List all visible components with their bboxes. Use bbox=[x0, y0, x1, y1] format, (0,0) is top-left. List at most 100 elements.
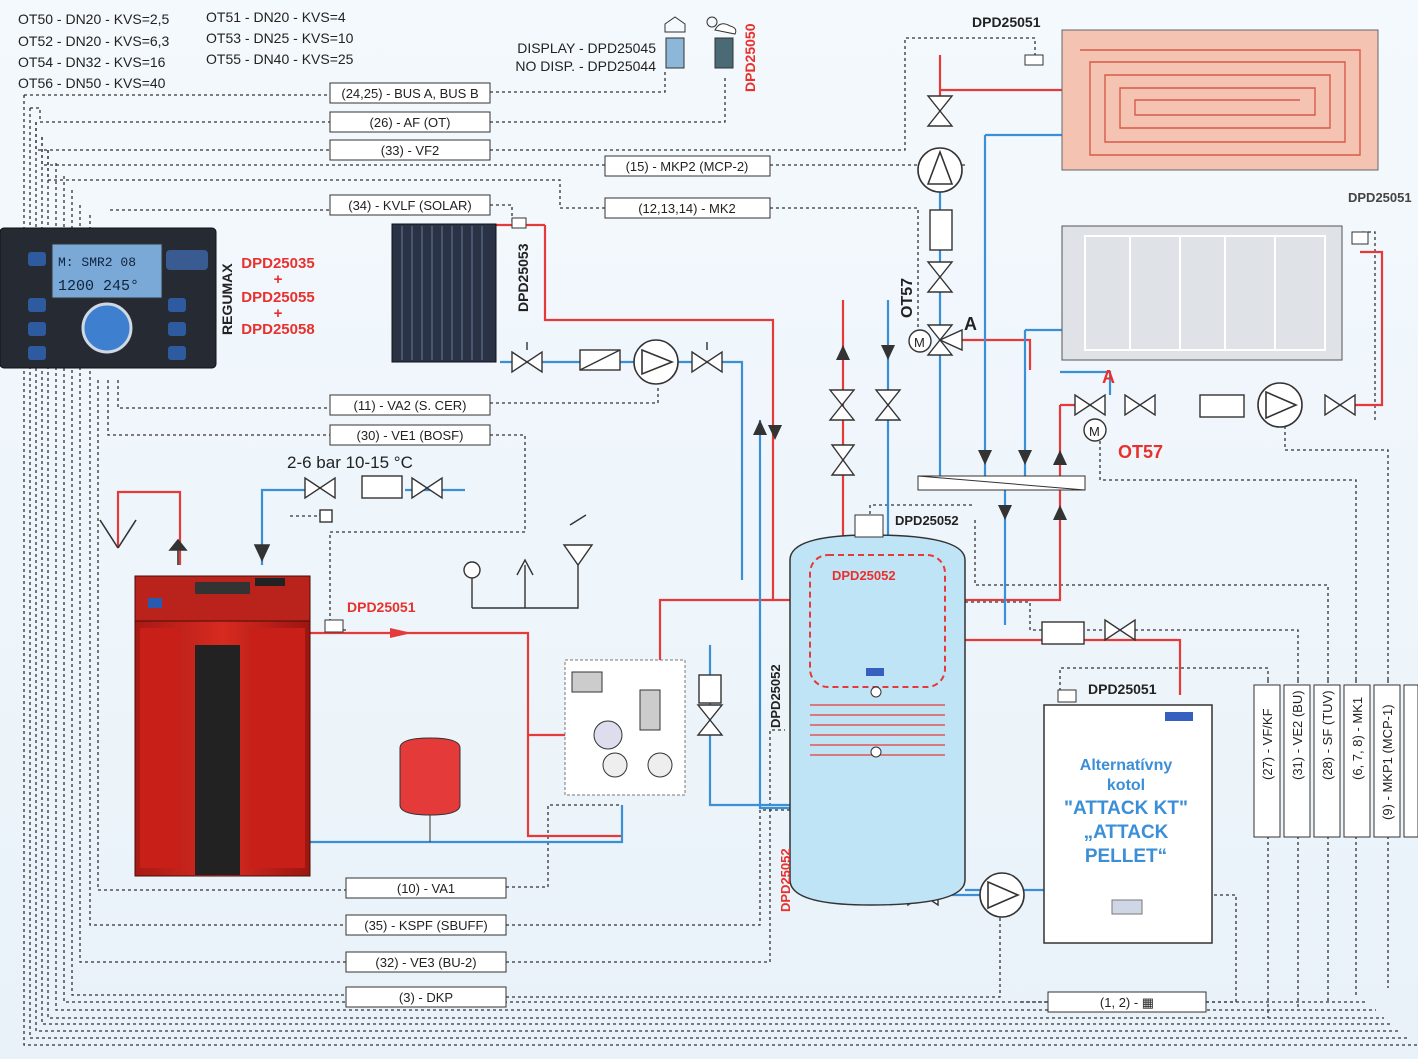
bus-label-va2: (11) - VA2 (S. CER) bbox=[329, 394, 491, 416]
svg-text:(26) - AF (OT): (26) - AF (OT) bbox=[370, 115, 451, 130]
svg-text:(28) - SF (TUV): (28) - SF (TUV) bbox=[1320, 690, 1335, 780]
vlabel-mkp1: (9) - MKP1 (MCP-1) bbox=[1373, 684, 1401, 838]
svg-text:OT52 - DN20 - KVS=6,3: OT52 - DN20 - KVS=6,3 bbox=[18, 33, 170, 49]
svg-text:(6, 7, 8) - MK1: (6, 7, 8) - MK1 bbox=[1350, 697, 1365, 780]
bus-label-mk2: (12,13,14) - MK2 bbox=[604, 197, 771, 219]
svg-text:kotol: kotol bbox=[1107, 777, 1145, 794]
svg-text:Alternatívny: Alternatívny bbox=[1080, 757, 1173, 774]
vlabel-ve2: (31) - VE2 (BU) bbox=[1283, 684, 1311, 838]
solar-collector bbox=[391, 217, 527, 363]
svg-text:(27) - VF/KF: (27) - VF/KF bbox=[1260, 708, 1275, 780]
bus-label-va1: (10) - VA1 bbox=[345, 877, 507, 899]
solar-code: DPD25053 bbox=[515, 243, 531, 312]
svg-text:DPD25055: DPD25055 bbox=[241, 289, 314, 306]
tank-side-code: DPD25052 bbox=[768, 664, 783, 728]
svg-text:+: + bbox=[274, 305, 283, 322]
svg-text:(1, 2) - ▦: (1, 2) - ▦ bbox=[1100, 995, 1154, 1010]
radiator-mixer-letter: A bbox=[1102, 367, 1115, 387]
svg-text:M: M bbox=[914, 335, 925, 350]
control-knob bbox=[81, 302, 133, 354]
boiler-out-code: DPD25051 bbox=[347, 599, 416, 615]
hydraulic-distributor bbox=[917, 475, 1086, 491]
bus-label-vf2: (33) - VF2 bbox=[329, 139, 491, 161]
floor-mixer-code: OT57 bbox=[899, 278, 916, 318]
alt-boiler-title: Alternatívny kotol "ATTACK KT" „ATTACK P… bbox=[1064, 757, 1188, 867]
flow-arrows bbox=[753, 345, 1067, 520]
bus-label-kspf: (35) - KSPF (SBUFF) bbox=[345, 914, 507, 936]
safety-group bbox=[463, 514, 594, 609]
tank-bottom-code: DPD25052 bbox=[778, 848, 793, 912]
radiator-pump bbox=[1257, 382, 1303, 428]
vlabel-vf-kf: (27) - VF/KF bbox=[1253, 684, 1281, 838]
bus-label-ve1: (30) - VE1 (BOSF) bbox=[329, 424, 491, 446]
floor-heating-code: DPD25051 bbox=[972, 14, 1041, 30]
bus-label-bus-ab: (24,25) - BUS A, BUS B bbox=[329, 82, 491, 104]
floor-pump bbox=[917, 147, 963, 193]
floor-heating-panel bbox=[1024, 29, 1379, 171]
bus-label-mkp2: (15) - MKP2 (MCP-2) bbox=[604, 155, 771, 177]
vertical-label-boxes: (27) - VF/KF (31) - VE2 (BU) (28) - SF (… bbox=[1253, 684, 1418, 838]
radiator bbox=[1061, 225, 1369, 361]
svg-text:OT51 - DN20 - KVS=4: OT51 - DN20 - KVS=4 bbox=[206, 9, 346, 25]
boiler-pump-group bbox=[564, 659, 686, 796]
bus-label-af: (26) - AF (OT) bbox=[329, 111, 491, 133]
svg-text:NO DISP. - DPD25044: NO DISP. - DPD25044 bbox=[515, 58, 656, 74]
svg-text:(31) - VE2 (BU): (31) - VE2 (BU) bbox=[1290, 690, 1305, 780]
tank-top-code: DPD25052 bbox=[895, 513, 959, 528]
expansion-vessel bbox=[399, 737, 461, 842]
svg-text:(11) - VA2 (S. CER): (11) - VA2 (S. CER) bbox=[354, 398, 467, 413]
regulator-name: REGUMAX bbox=[219, 263, 235, 335]
cold-pipes bbox=[260, 133, 1112, 897]
svg-text:DISPLAY - DPD25045: DISPLAY - DPD25045 bbox=[517, 40, 656, 56]
outdoor-sensor bbox=[706, 16, 737, 69]
solar-pump bbox=[633, 339, 679, 385]
bus-label-kvlf: (34) - KVLF (SOLAR) bbox=[329, 194, 491, 216]
floor-mixing-valve: M bbox=[908, 324, 963, 356]
accumulation-tank bbox=[789, 514, 966, 906]
radiator-mixer-code: OT57 bbox=[1118, 442, 1163, 462]
regumax-controller: M: SMR2 08 1200 245° bbox=[0, 227, 217, 369]
svg-text:„ATTACK: „ATTACK bbox=[1084, 822, 1169, 843]
pressure-note: 2-6 bar 10-15 °C bbox=[287, 453, 413, 472]
tank-inner-code: DPD25052 bbox=[832, 568, 896, 583]
vlabel-mk1: (6, 7, 8) - MK1 bbox=[1343, 684, 1371, 838]
regulator-codes: DPD25035 + DPD25055 + DPD25058 bbox=[241, 255, 314, 338]
valve-spec-list-left: OT50 - DN20 - KVS=2,5 OT52 - DN20 - KVS=… bbox=[18, 11, 170, 91]
radiator-mixing-valve: M bbox=[1074, 393, 1107, 442]
room-sensor-display bbox=[664, 16, 686, 69]
svg-text:OT53 - DN25 - KVS=10: OT53 - DN25 - KVS=10 bbox=[206, 30, 354, 46]
vlabel-sf: (28) - SF (TUV) bbox=[1313, 684, 1341, 838]
svg-text:"ATTACK KT": "ATTACK KT" bbox=[1064, 798, 1188, 819]
floor-mixer-letter: A bbox=[964, 314, 977, 334]
wood-gas-boiler bbox=[134, 575, 311, 877]
display-sensor-label: DISPLAY - DPD25045 NO DISP. - DPD25044 bbox=[515, 40, 656, 74]
svg-text:PELLET“: PELLET“ bbox=[1085, 846, 1167, 867]
svg-text:(35) - KSPF (SBUFF): (35) - KSPF (SBUFF) bbox=[364, 918, 488, 933]
svg-text:+: + bbox=[274, 271, 283, 288]
radiator-code: DPD25051 bbox=[1348, 190, 1412, 205]
pumps bbox=[633, 147, 1303, 918]
svg-text:(3) - DKP: (3) - DKP bbox=[399, 990, 453, 1005]
svg-text:(15) - MKP2 (MCP-2): (15) - MKP2 (MCP-2) bbox=[626, 159, 749, 174]
svg-text:DPD25035: DPD25035 bbox=[241, 255, 314, 272]
valve-spec-list-right: OT51 - DN20 - KVS=4 OT53 - DN25 - KVS=10… bbox=[206, 9, 354, 67]
bus-label-boxes: (24,25) - BUS A, BUS B (26) - AF (OT) (3… bbox=[329, 82, 1207, 1013]
svg-text:(34) - KVLF (SOLAR): (34) - KVLF (SOLAR) bbox=[348, 198, 472, 213]
svg-text:OT56 - DN50 - KVS=40: OT56 - DN50 - KVS=40 bbox=[18, 75, 166, 91]
svg-text:(10) - VA1: (10) - VA1 bbox=[397, 881, 455, 896]
svg-text:(33) - VF2: (33) - VF2 bbox=[381, 143, 440, 158]
bus-label-dkp: (3) - DKP bbox=[345, 986, 507, 1008]
alt-boiler-code: DPD25051 bbox=[1088, 681, 1157, 697]
svg-text:(9) - MKP1 (MCP-1): (9) - MKP1 (MCP-1) bbox=[1380, 704, 1395, 820]
svg-text:(30) - VE1 (BOSF): (30) - VE1 (BOSF) bbox=[357, 428, 464, 443]
bus-label-1-2: (1, 2) - ▦ bbox=[1047, 991, 1207, 1013]
chimney-and-expansion bbox=[99, 519, 271, 565]
regulator-screen-line2: 1200 245° bbox=[58, 278, 139, 295]
boiler-out-sensor bbox=[324, 619, 344, 633]
alt-boiler-pump bbox=[979, 872, 1025, 918]
svg-text:(24,25) - BUS A, BUS B: (24,25) - BUS A, BUS B bbox=[341, 86, 478, 101]
alternative-boiler bbox=[1043, 689, 1213, 944]
svg-text:(12,13,14) - MK2: (12,13,14) - MK2 bbox=[638, 201, 736, 216]
svg-text:OT50 - DN20 - KVS=2,5: OT50 - DN20 - KVS=2,5 bbox=[18, 11, 170, 27]
